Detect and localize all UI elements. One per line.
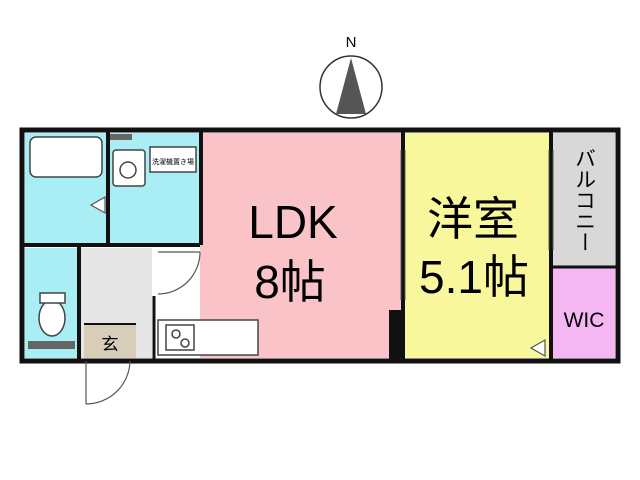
balcony-fill: [553, 133, 615, 266]
burner-icon: [171, 329, 181, 339]
washer-space-label: 洗濯機置き場: [152, 157, 194, 166]
door-entrance-swing: [85, 360, 131, 405]
ldk-name-label: LDK: [248, 196, 338, 248]
wall-column: [389, 310, 403, 361]
bathtub-icon: [29, 136, 103, 178]
door-marker-wic: [529, 338, 546, 358]
western-room-size-label: 5.1帖: [419, 251, 529, 303]
toilet-tank-icon: [39, 292, 66, 304]
washer-space-box: [149, 146, 197, 173]
doors: [85, 195, 546, 405]
sliding-doors: [400, 150, 554, 300]
wic-label: WIC: [564, 309, 605, 332]
wall-stub-wash: [110, 134, 132, 140]
entrance-floor-fill: [84, 325, 136, 358]
entrance-label: 玄: [102, 335, 119, 354]
balcony-label: バルコニー: [573, 148, 596, 253]
door-marker-bath: [89, 195, 106, 215]
wic-fill: [553, 268, 615, 358]
western-room-fill: [405, 133, 550, 358]
compass-arrow-icon: [336, 58, 366, 114]
burner-icon: [180, 338, 190, 348]
fixtures: [29, 136, 259, 356]
compass-north-label: N: [346, 34, 357, 51]
sink-drain-icon: [119, 161, 137, 179]
stove-icon: [165, 324, 195, 351]
door-ldk-swing: [157, 251, 201, 295]
toilet-bowl-icon: [38, 299, 66, 337]
wall-stub-toilet: [28, 341, 75, 349]
ldk-size-label: 8帖: [254, 256, 326, 308]
walls: [19, 127, 621, 364]
compass: N: [319, 34, 383, 119]
western-room-name-label: 洋室: [427, 193, 519, 245]
